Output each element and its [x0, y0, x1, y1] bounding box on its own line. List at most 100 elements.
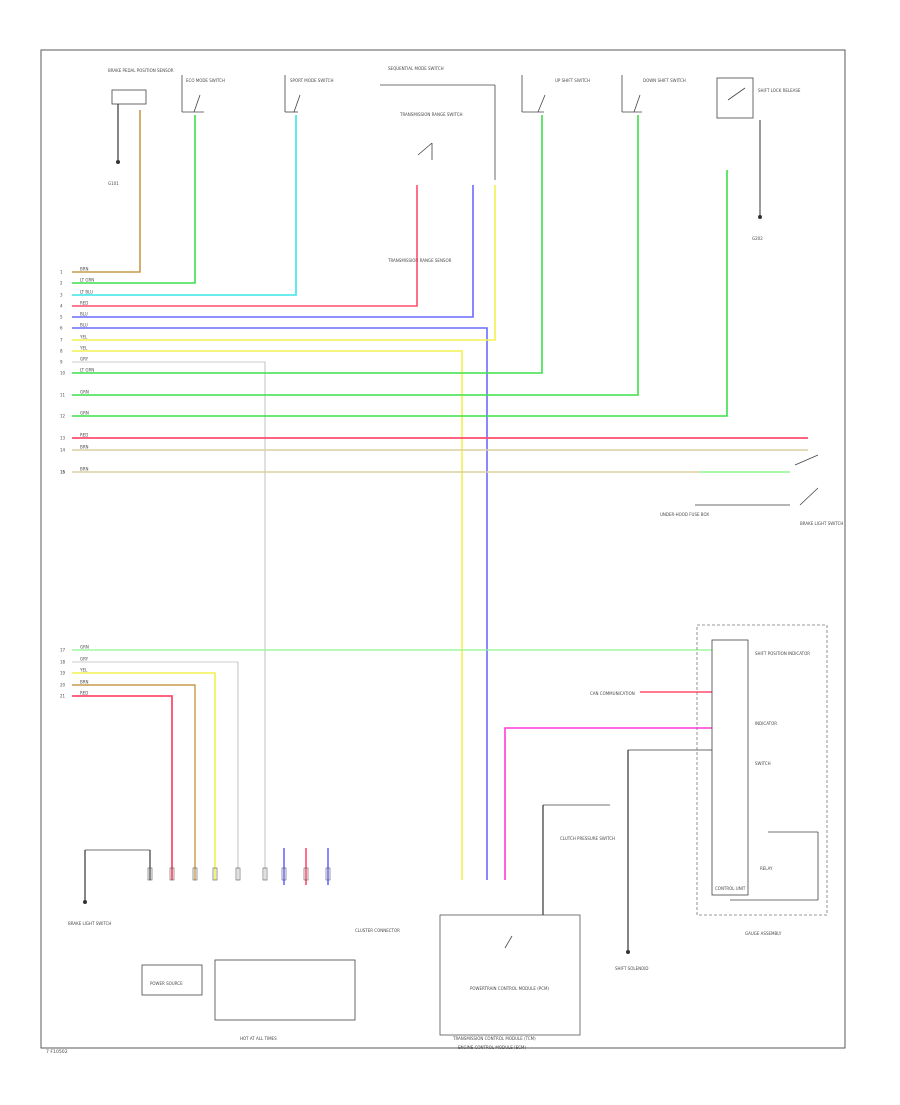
connector-terminal-9: [325, 867, 331, 881]
wire-yel-tcm: [72, 350, 463, 880]
connector-terminal-7: [281, 867, 287, 881]
wire-code-20: RED: [80, 691, 88, 696]
switch-contact: [193, 94, 201, 113]
wire-ltgrn-eco: [72, 115, 196, 284]
wire-code-2: LT GRN: [80, 278, 94, 283]
connector-terminal-5: [235, 867, 241, 881]
wire-code-11: GRN: [80, 390, 89, 395]
wire-code-16: GRN: [80, 645, 89, 650]
brake-pedal-sensor-label: BRAKE PEDAL POSITION SENSOR: [108, 68, 174, 73]
pin-top-9: 9: [60, 360, 63, 365]
down-shift-switch: DOWN SHIFT SWITCH: [621, 75, 686, 113]
wire-red-range: [72, 185, 418, 307]
can-comm-label: CAN COMMUNICATION: [590, 691, 635, 696]
up-shift-label: UP SHIFT SWITCH: [555, 78, 590, 83]
pin-top-14: 14: [60, 448, 66, 453]
indicator-label: INDICATOR: [755, 721, 777, 726]
wire-ltgrn-up: [72, 115, 543, 374]
ground-label-g202: G202: [752, 236, 763, 241]
wire-gry-cluster: [72, 361, 266, 880]
power-source-label: POWER SOURCE: [150, 981, 183, 986]
ecm-label: ENGINE CONTROL MODULE (ECM): [458, 1045, 526, 1050]
transmission-range-switch: TRANSMISSION RANGE SWITCH TRANSMISSION R…: [387, 112, 463, 263]
pin-top-6: 6: [60, 326, 63, 331]
control-module-box: [214, 959, 356, 1021]
clutch-pressure-switch: CLUTCH PRESSURE SWITCH SHIFT SOLENOID: [542, 750, 649, 971]
switch-contact: [633, 94, 641, 113]
shift-lock-label: SHIFT LOCK RELEASE: [758, 88, 801, 93]
range-switch-label: TRANSMISSION RANGE SWITCH: [399, 112, 463, 117]
pin-top-1: 1: [60, 270, 63, 275]
sequential-switch-label: SEQUENTIAL MODE SWITCH: [388, 66, 444, 71]
pin-top-5: 5: [60, 315, 63, 320]
footer-code: 7 F10502: [46, 1049, 68, 1055]
wire-code-4: RED: [80, 301, 88, 306]
wire-code-14: BRN: [80, 445, 89, 450]
wire-blu-range: [72, 185, 474, 318]
pin-bottom-21: 21: [60, 694, 66, 699]
connector-terminal-1: [147, 867, 153, 881]
wire-brn-lower: [72, 684, 196, 880]
pin-top-4: 4: [60, 304, 63, 309]
wire-ltblu-sport: [72, 115, 297, 296]
shift-lock-release: SHIFT LOCK RELEASE G202: [716, 77, 801, 241]
wire-code-18: YEL: [79, 668, 88, 673]
wire-code-19: BRN: [80, 680, 89, 685]
wire-code-9: GRY: [80, 357, 89, 362]
sequential-mode-switch: SEQUENTIAL MODE SWITCH: [380, 66, 496, 180]
wire-code-17: GRY: [80, 657, 89, 662]
ground-bottom-label: BRAKE LIGHT SWITCH: [68, 921, 111, 926]
diagram-border: [40, 49, 846, 1049]
eco-switch-label: ECO MODE SWITCH: [186, 78, 225, 83]
tcm-inner-label: POWERTRAIN CONTROL MODULE (PCM): [470, 986, 549, 991]
pin-bottom-20: 20: [60, 683, 66, 688]
wire-code-6: BLU: [80, 323, 88, 328]
wire-code-13: RED: [80, 433, 88, 438]
power-source-module: POWER SOURCE HOT AT ALL TIMES CLUSTER CO…: [68, 849, 400, 1041]
gauge-assembly: CONTROL UNIT SHIFT POSITION INDICATOR IN…: [696, 624, 828, 936]
wire-code-8: YEL: [79, 346, 88, 351]
pin-top-10: 10: [60, 371, 66, 376]
pin-top-15: 15: [60, 470, 66, 475]
brake-light-switch-label: BRAKE LIGHT SWITCH: [800, 521, 843, 526]
pin-bottom-17: 17: [60, 648, 66, 653]
connector-terminal-3: [192, 867, 198, 881]
wire-pnk-gauge: [504, 727, 712, 880]
cluster-connector-label: CLUSTER CONNECTOR: [355, 928, 400, 933]
switch-contact: [794, 454, 819, 466]
connector-terminal-8: [303, 867, 309, 881]
pin-top-16: 16: [60, 470, 66, 475]
brake-pedal-sensor: BRAKE PEDAL POSITION SENSOR G101: [108, 68, 174, 186]
shift-solenoid-label: SHIFT SOLENOID: [615, 966, 649, 971]
tcm-module: POWERTRAIN CONTROL MODULE (PCM) TRANSMIS…: [439, 914, 581, 1050]
wire-code-7: YEL: [79, 335, 88, 340]
brake-light-switch: BRAKE LIGHT SWITCH UNDER-HOOD FUSE BOX: [660, 454, 843, 526]
ground-label-g101: G101: [108, 181, 119, 186]
connector-terminal-2: [169, 867, 175, 881]
pin-top-11: 11: [60, 393, 66, 398]
wire-code-5: BLU: [80, 312, 88, 317]
wire-grn-down: [72, 115, 639, 396]
connector-terminal-4: [212, 867, 218, 881]
wire-code-10: LT GRN: [80, 368, 94, 373]
gauge-assembly-label: GAUGE ASSEMBLY: [745, 931, 782, 936]
wire-grn-lock: [72, 170, 728, 417]
range-sensor-label: TRANSMISSION RANGE SENSOR: [387, 258, 452, 263]
pin-top-12: 12: [60, 414, 66, 419]
switch-contact: [417, 142, 433, 156]
wire-blu-tcm: [72, 327, 488, 880]
wire-gry-lower: [72, 661, 239, 880]
pin-top-2: 2: [60, 281, 63, 286]
shift-lock-box: [716, 77, 754, 119]
wire-yel-seq: [72, 185, 496, 341]
fuse-box-label: UNDER-HOOD FUSE BOX: [660, 512, 709, 517]
control-unit-label: CONTROL UNIT: [715, 886, 746, 891]
sport-switch-label: SPORT MODE SWITCH: [290, 78, 333, 83]
eco-mode-switch: ECO MODE SWITCH: [181, 75, 225, 113]
gauge-control-unit: [711, 639, 749, 896]
pin-top-8: 8: [60, 349, 63, 354]
